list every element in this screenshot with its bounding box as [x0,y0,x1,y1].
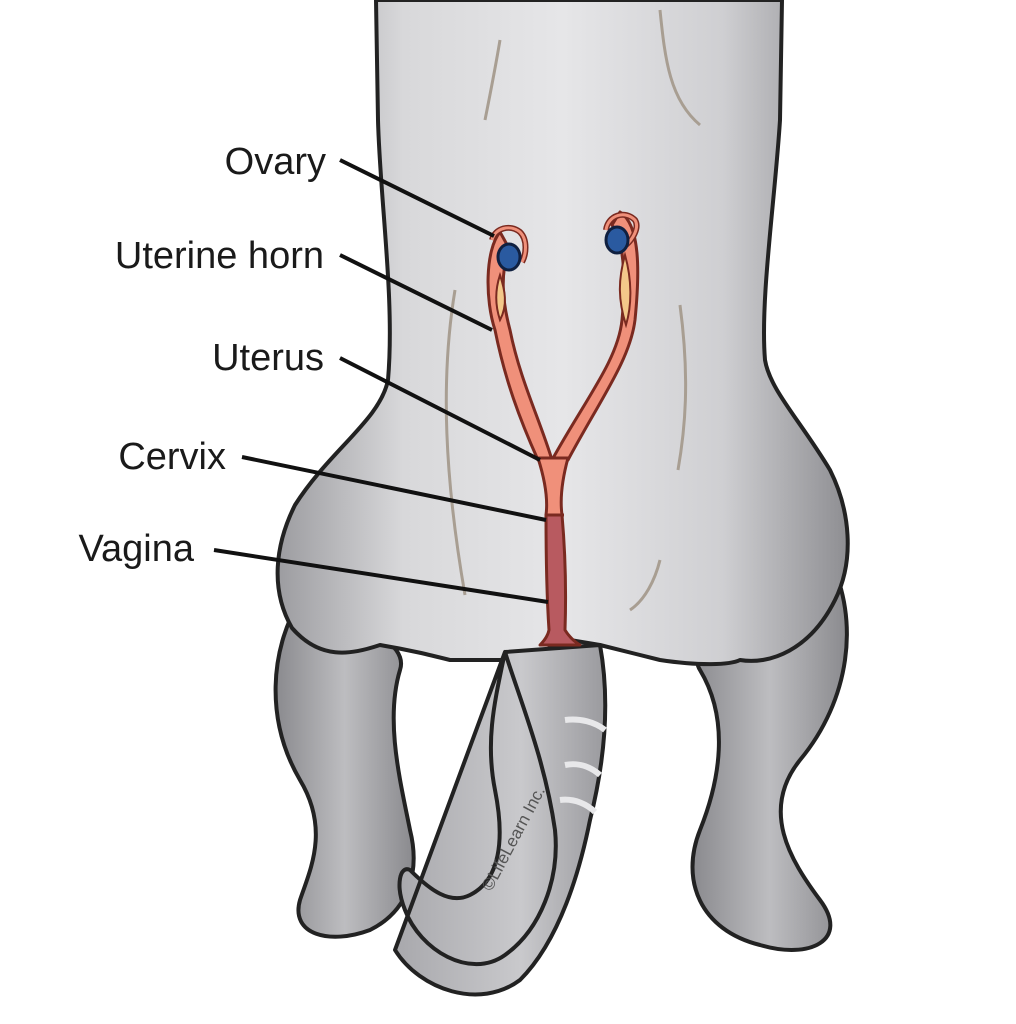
tail-stripe [564,716,607,733]
fur-line [483,39,502,121]
left-ovary [496,242,522,272]
uterus-label: Uterus [212,337,324,379]
fur-line [444,289,467,596]
fur-line [658,9,701,127]
tail [393,643,608,997]
vagina-label: Vagina [78,528,194,570]
cervix-leader-line [241,455,547,522]
left-hind-leg [273,597,416,939]
uterine-horn-label: Uterine horn [114,235,324,277]
cervix-label: Cervix [118,436,226,478]
right-ovary-bursa [604,213,639,247]
vagina-leader-line [213,548,549,604]
vagina-tract [538,513,582,647]
fat-pad [618,251,632,329]
uterus-leader-line [339,356,541,462]
cat-body [275,0,850,667]
right-ovary [604,225,630,255]
ovary-leader-line [339,158,495,238]
left-ovary-bursa [490,226,527,263]
fat-pad [495,271,506,323]
ovary-label: Ovary [224,141,326,183]
fur-line [629,559,662,612]
tail-stripe [559,796,598,815]
fur-line [676,304,688,471]
uterine-horn-leader-line [339,253,493,332]
tail-stripe [564,761,602,778]
